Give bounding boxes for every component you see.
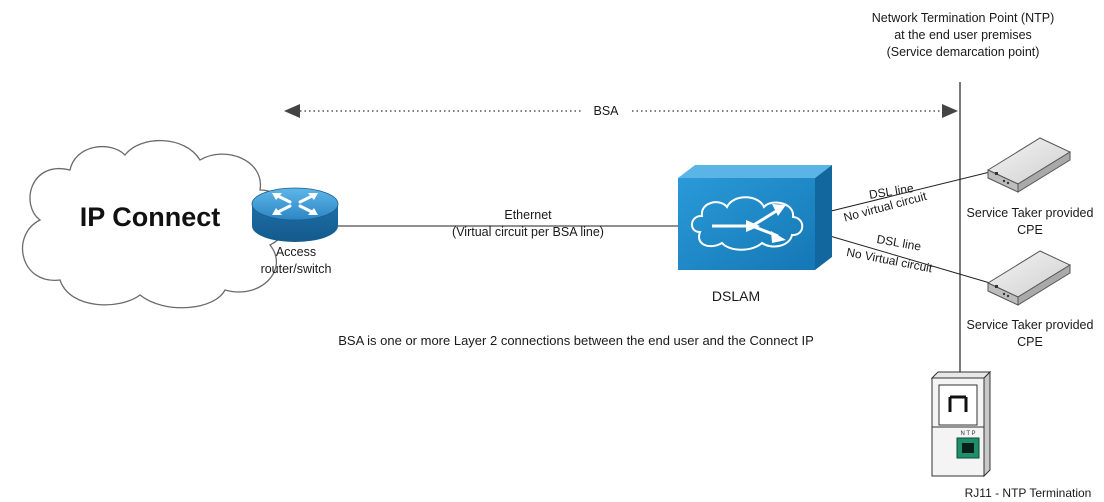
modem-icon <box>986 250 1072 306</box>
bsa-label: BSA <box>593 104 619 118</box>
ntp-box-icon <box>930 370 992 478</box>
bsa-arrow <box>284 104 958 118</box>
rj11-label: RJ11 - NTP Termination <box>964 486 1092 500</box>
ntp-title: Network Termination Point (NTP) at the e… <box>871 11 1055 59</box>
ethernet-label: Ethernet (Virtual circuit per BSA line) <box>452 208 604 239</box>
cpe-label-2: Service Taker provided CPE <box>966 318 1094 349</box>
cpe-label-1: Service Taker provided CPE <box>966 206 1094 237</box>
ntp-box-text: N T P <box>960 431 975 437</box>
arrow-right-icon <box>942 104 958 118</box>
bsa-description: BSA is one or more Layer 2 connections b… <box>338 333 814 348</box>
dslam-icon <box>678 165 832 270</box>
router-icon <box>251 187 339 242</box>
cloud-label: IP Connect <box>79 202 221 232</box>
arrow-left-icon <box>284 104 300 118</box>
dsl-link-1 <box>822 171 991 214</box>
cloud-icon <box>21 139 289 309</box>
modem-icon <box>986 137 1072 193</box>
access-router-label: Access router/switch <box>260 245 332 276</box>
dsl-link-2 <box>822 233 991 284</box>
dslam-label: DSLAM <box>711 288 761 304</box>
